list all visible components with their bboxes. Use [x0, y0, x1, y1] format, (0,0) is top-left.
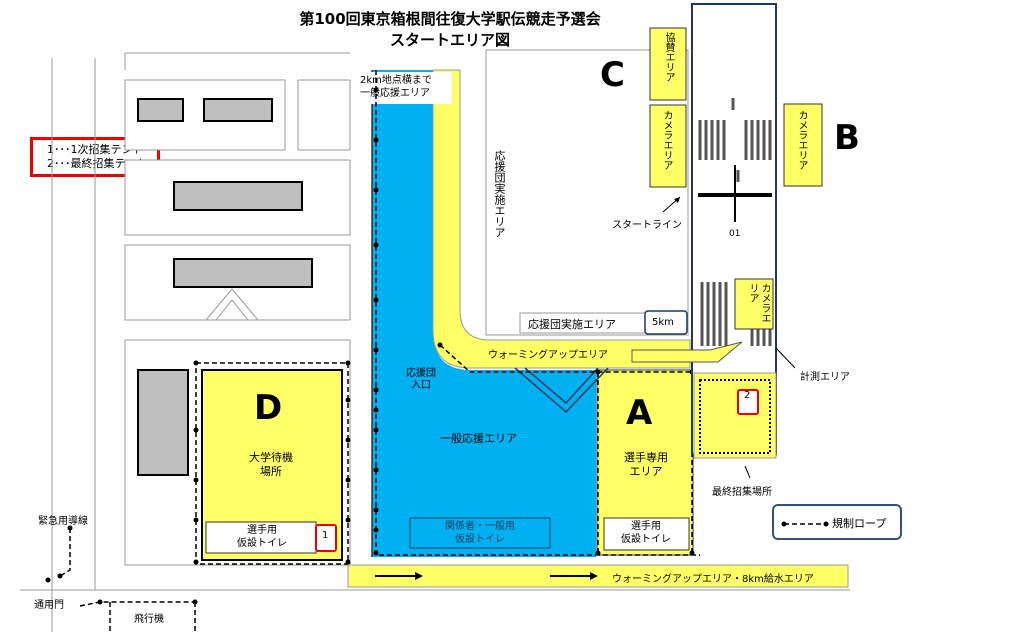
camera-small-box	[734, 278, 774, 330]
lane-label: 01	[729, 229, 741, 239]
tent-1-marker	[315, 524, 337, 552]
camera-small-label: カメラエリア	[747, 283, 770, 323]
saishu-rope	[699, 379, 771, 454]
daigaku-label: 大学待機 場所	[240, 451, 302, 479]
oendan-entrance-line2: 入口	[411, 380, 431, 391]
toilet-d-line1: 選手用	[247, 525, 277, 536]
arrow-head	[590, 572, 598, 580]
map-title: 第100回東京箱根間往復大学駅伝競走予選会	[299, 10, 601, 28]
daigaku-line2: 場所	[260, 465, 282, 478]
km2-label: 2km地点横まで 一般応援エリア	[360, 74, 432, 100]
senshu-a-line1: 選手専用	[624, 451, 668, 464]
saishu-area	[693, 372, 777, 459]
rope-line	[439, 344, 692, 373]
daigaku-line1: 大学待機	[249, 451, 293, 464]
toilet-d-label: 選手用 仮設トイレ	[226, 524, 298, 550]
tsuyomon-label: 通用門	[34, 600, 64, 611]
rope-legend: 規制ロープ	[772, 504, 902, 540]
warmup-bottom-label: ウォーミングアップエリア・8km給水エリア	[612, 574, 814, 585]
oendan-entrance-label: 応援団 入口	[406, 368, 436, 392]
km2-label-box	[354, 72, 452, 104]
km5-label: 5km	[652, 317, 674, 328]
kyosan-label: 協賛エリア	[663, 32, 674, 82]
ramp-line	[524, 367, 599, 405]
building-stairs	[215, 299, 249, 321]
tent-2-number: 2	[744, 390, 751, 401]
start-line-label: スタートライン	[612, 220, 682, 231]
building	[297, 79, 351, 151]
camera-b-label: カメラエリア	[796, 110, 807, 170]
km2-label-line2: 一般応援エリア	[360, 88, 430, 99]
toilet-kan-line2: 仮設トイレ	[455, 534, 505, 545]
kyosan-box	[649, 27, 687, 101]
km2-label-line1: 2km地点横まで	[360, 75, 432, 86]
toilet-kan-line1: 関係者・一般用	[445, 521, 515, 532]
kinkyu-label: 緊急用導線	[38, 516, 88, 527]
toilet-a-box	[603, 517, 690, 551]
senshu-a-line2: エリア	[629, 465, 663, 478]
tent-2-marker	[737, 389, 759, 415]
hikouki-label: 飛行機	[134, 614, 164, 625]
rope-posts	[193, 87, 695, 565]
pointer-head	[674, 197, 680, 203]
km5-box	[644, 310, 688, 335]
arrow-head	[415, 572, 423, 580]
emergency-path	[59, 528, 71, 577]
pointer-line	[744, 465, 751, 479]
toilet-a-line2: 仮設トイレ	[621, 534, 671, 545]
toilet-kan-box	[409, 517, 551, 549]
building-stairs	[205, 288, 259, 321]
saishu-label: 最終招集場所	[712, 487, 772, 498]
building-block	[137, 98, 184, 122]
map-subtitle: スタートエリア図	[389, 31, 510, 49]
pointer-line	[775, 347, 796, 369]
ramp-line	[514, 367, 609, 414]
general-support-area	[372, 70, 596, 557]
camera-c-label: カメラエリア	[661, 110, 672, 170]
oendan-entrance-line1: 応援団	[406, 368, 436, 379]
zone-c-label: C	[600, 55, 625, 95]
rope-legend-sample	[781, 521, 829, 527]
toilet-d-line2: 仮設トイレ	[237, 538, 287, 549]
ippan-label: 一般応援エリア	[440, 432, 517, 445]
start-line-marks	[698, 120, 772, 160]
oendan-vertical-label: 応援団実施エリア	[493, 150, 506, 238]
keisoku-label: 計測エリア	[800, 372, 850, 383]
building-block	[203, 98, 273, 122]
tent-legend-item-2: 2･･･最終招集テント	[47, 157, 148, 170]
zone-d-label: D	[254, 388, 283, 428]
building-block	[173, 181, 303, 211]
camera-c-box	[649, 104, 687, 188]
warmup-top-label: ウォーミングアップエリア	[488, 350, 608, 361]
toilet-kan-label: 関係者・一般用 仮設トイレ	[420, 520, 540, 546]
zone-d-rope	[195, 362, 349, 565]
building-block	[173, 258, 313, 288]
building-block	[137, 369, 189, 476]
warmup-arrow	[631, 341, 743, 363]
camera-b-box	[783, 103, 823, 187]
zone-b-label: B	[834, 118, 860, 158]
toilet-a-line1: 選手用	[631, 521, 661, 532]
tent-1-number: 1	[322, 530, 329, 541]
zone-a-label: A	[626, 393, 653, 433]
senshu-a-label: 選手専用 エリア	[619, 451, 673, 479]
toilet-d-box	[205, 521, 317, 554]
rope-legend-label: 規制ロープ	[832, 517, 887, 530]
oendan-horizontal-label: 応援団実施エリア	[528, 318, 616, 331]
rope-line	[79, 601, 195, 607]
toilet-a-label: 選手用 仮設トイレ	[610, 520, 682, 546]
